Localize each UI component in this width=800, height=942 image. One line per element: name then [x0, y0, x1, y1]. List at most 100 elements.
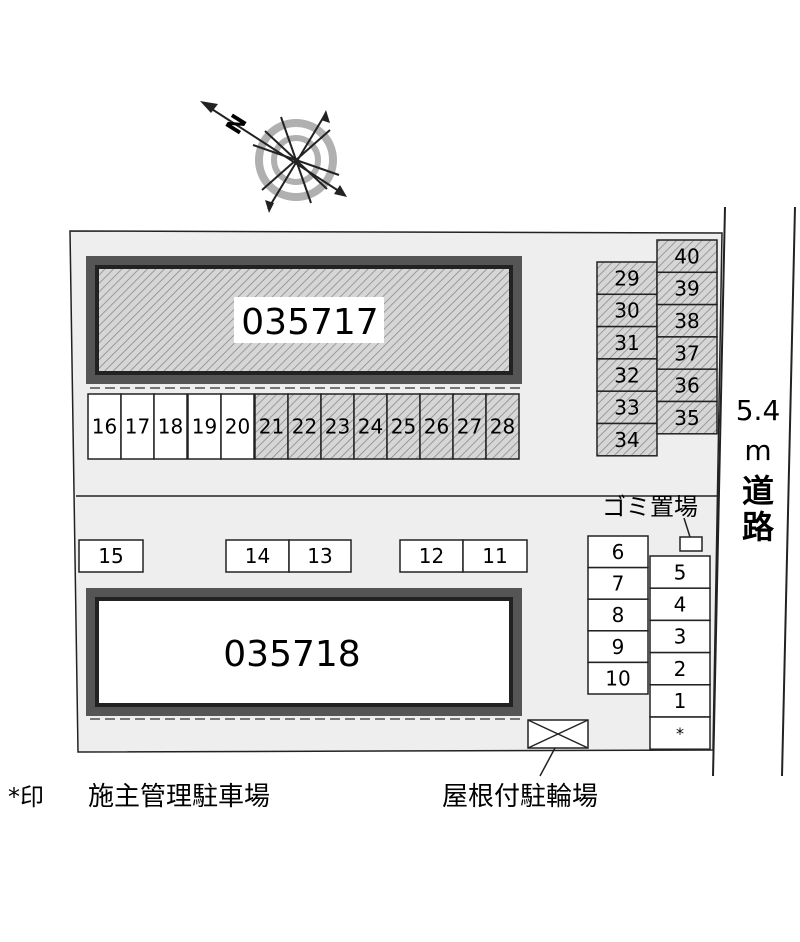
parking-space: 20: [220, 393, 255, 460]
parking-space: 18: [153, 393, 188, 460]
building-id: 035718: [223, 634, 360, 675]
legend-text: 施主管理駐車場: [88, 782, 270, 812]
space-number: 8: [612, 603, 625, 627]
parking-space: 27: [452, 393, 487, 460]
bike-shelter-label: 屋根付駐輪場: [442, 782, 598, 812]
space-number: 31: [614, 331, 639, 355]
space-number: 27: [457, 415, 482, 439]
space-number: 21: [259, 415, 284, 439]
space-number: 1: [674, 689, 687, 713]
parking-space: 29: [596, 261, 658, 296]
parking-space: 32: [596, 358, 658, 392]
north-label: N: [222, 110, 253, 139]
space-number: 37: [674, 341, 699, 365]
space-number: 10: [605, 666, 630, 690]
parking-space: 24: [353, 393, 388, 460]
parking-space: 36: [656, 368, 718, 403]
parking-space: 33: [596, 390, 658, 425]
parking-space: 40: [656, 239, 718, 274]
garbage-label: ゴミ置場: [602, 493, 698, 521]
space-number: 12: [419, 544, 444, 568]
garbage-leader: [683, 517, 691, 538]
space-number: 16: [92, 415, 117, 439]
space-number: 25: [391, 415, 416, 439]
building-id: 035717: [241, 302, 378, 343]
parking-space: 16: [87, 393, 122, 460]
space-number: 11: [482, 544, 507, 568]
parking-space: 31: [596, 325, 658, 360]
parking-space: 11: [462, 539, 528, 573]
parking-space: *: [649, 716, 711, 750]
space-number: 30: [614, 299, 639, 323]
compass-rose: N: [200, 101, 347, 213]
garbage-bin: [679, 536, 703, 552]
space-number: 28: [490, 415, 515, 439]
space-number: 34: [614, 428, 639, 452]
legend-mark: *印: [8, 783, 44, 811]
road-word-1: 道: [742, 472, 774, 510]
parking-space: 22: [287, 393, 322, 460]
space-number: *: [676, 724, 684, 743]
bike-shelter: [527, 719, 589, 777]
parking-space: 23: [320, 393, 355, 460]
parking-space: 26: [419, 393, 454, 460]
space-number: 19: [192, 415, 217, 439]
space-number: 5: [674, 560, 687, 584]
space-number: 35: [674, 406, 699, 430]
parking-space: 10: [587, 661, 649, 695]
parking-space: 1: [649, 684, 711, 718]
space-number: 7: [612, 572, 625, 596]
space-number: 17: [125, 415, 150, 439]
space-number: 18: [158, 415, 183, 439]
parking-space: 15: [78, 539, 144, 573]
parking-space: 34: [596, 422, 658, 457]
parking-space: 9: [587, 630, 649, 664]
road-word-2: 路: [742, 508, 775, 546]
parking-space: 6: [587, 535, 649, 569]
space-number: 36: [674, 374, 699, 398]
parking-space: 38: [656, 303, 718, 338]
parking-space: 2: [649, 651, 711, 686]
parking-space: 17: [120, 393, 155, 460]
parking-space: 5: [649, 555, 711, 589]
space-number: 38: [674, 309, 699, 333]
space-number: 9: [612, 635, 625, 659]
space-number: 20: [225, 415, 250, 439]
space-number: 3: [674, 625, 687, 649]
space-number: 26: [424, 415, 449, 439]
space-number: 39: [674, 277, 699, 301]
space-number: 22: [292, 415, 317, 439]
parking-space: 21: [254, 393, 289, 460]
road-width: 5.4: [736, 394, 781, 427]
space-number: 29: [614, 266, 639, 290]
parking-space: 4: [649, 587, 711, 622]
space-number: 40: [674, 244, 699, 268]
parking-space: 25: [386, 393, 421, 460]
parking-space: 30: [596, 293, 658, 328]
parking-space: 7: [587, 566, 649, 600]
parking-space: 37: [656, 336, 718, 370]
parking-space: 28: [485, 393, 520, 460]
space-number: 15: [98, 544, 123, 568]
space-number: 33: [614, 396, 639, 420]
space-number: 24: [358, 415, 383, 439]
space-number: 4: [674, 593, 687, 617]
space-number: 23: [325, 415, 350, 439]
parking-space: 12: [399, 539, 464, 573]
parking-space: 13: [288, 539, 352, 573]
parking-space: 19: [187, 393, 222, 460]
space-number: 6: [612, 540, 625, 564]
parking-space: 14: [225, 539, 290, 573]
building-035718: 035718: [86, 588, 522, 720]
space-number: 2: [674, 657, 687, 681]
road-edge-right: [781, 206, 796, 777]
building-035717: 035717: [86, 256, 522, 389]
parking-space: 8: [587, 598, 649, 632]
space-number: 14: [245, 544, 270, 568]
space-number: 32: [614, 363, 639, 387]
road-unit: m: [744, 434, 771, 467]
parking-space: 3: [649, 619, 711, 654]
parking-space: 39: [656, 271, 718, 306]
